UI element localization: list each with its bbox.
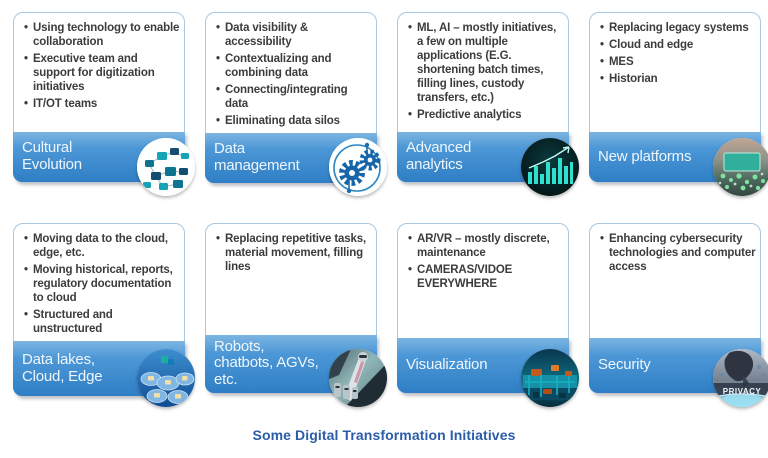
bullet-item: Using technology to enable collaboration xyxy=(24,21,180,49)
card-title: Visualization xyxy=(406,356,488,374)
card-title: Cultural Evolution xyxy=(22,139,82,173)
bullet-list: Data visibility & accessibilityContextua… xyxy=(206,13,376,133)
card-data-management: Data visibility & accessibilityContextua… xyxy=(205,12,387,196)
bullet-item: MES xyxy=(600,55,756,69)
card-robots-chatbots-agvs: Replacing repetitive tasks, material mov… xyxy=(205,223,387,407)
cards-grid: Using technology to enable collaboration… xyxy=(13,12,768,407)
bullet-item: Historian xyxy=(600,72,756,86)
card-title: Data management xyxy=(214,140,300,175)
bar-chart-photo xyxy=(521,138,579,196)
card-data-lakes-cloud-edge: Moving data to the cloud, edge, etc. Movi… xyxy=(13,223,195,407)
card-title: Security xyxy=(598,356,651,374)
card-security: Enhancing cybersecurity technologies and… xyxy=(589,223,768,407)
bullet-item: Connecting/integrating data xyxy=(216,83,372,111)
bullet-item: CAMERAS/VIDOE EVERYWHERE xyxy=(408,263,564,291)
privacy-photo: PRIVACY xyxy=(713,349,768,407)
bullet-item: Eliminating data silos xyxy=(216,114,372,128)
card-title: Advanced analytics xyxy=(406,139,472,173)
bullet-item: Structured and unstructured xyxy=(24,308,180,336)
bullet-item: Predictive analytics xyxy=(408,108,564,122)
bullet-list: Replacing repetitive tasks, material mov… xyxy=(206,224,376,335)
card-title: New platforms xyxy=(598,147,692,165)
machinery-photo xyxy=(521,349,579,407)
bullet-item: AR/VR – mostly discrete, maintenance xyxy=(408,232,564,260)
bullet-item: Enhancing cybersecurity technologies and… xyxy=(600,232,756,274)
page-title: Some Digital Transformation Initiatives xyxy=(252,427,516,443)
bullet-item: Replacing repetitive tasks, material mov… xyxy=(216,232,372,274)
gears-icon xyxy=(329,138,387,196)
clouds-photo xyxy=(137,349,195,407)
bullet-list: AR/VR – mostly discrete, maintenanceCAME… xyxy=(398,224,568,338)
card-advanced-analytics: ML, AI – mostly initiatives, a few on mu… xyxy=(397,12,579,196)
card-visualization: AR/VR – mostly discrete, maintenanceCAME… xyxy=(397,223,579,407)
robot-photo xyxy=(329,349,387,407)
bullet-item: Executive team and support for digitizat… xyxy=(24,52,180,94)
card-new-platforms: Replacing legacy systemsCloud and edgeME… xyxy=(589,12,768,196)
bullet-item: Moving historical, reports, regulatory d… xyxy=(24,263,180,305)
bullet-item: Data visibility & accessibility xyxy=(216,21,372,49)
tablet-photo xyxy=(713,138,768,196)
bullet-list: Enhancing cybersecurity technologies and… xyxy=(590,224,760,338)
privacy-label: PRIVACY xyxy=(722,387,762,396)
bullet-item: ML, AI – mostly initiatives, a few on mu… xyxy=(408,21,564,105)
bullet-list: Moving data to the cloud, edge, etc. Movi… xyxy=(14,224,184,341)
card-cultural-evolution: Using technology to enable collaboration… xyxy=(13,12,195,196)
card-title: Robots, chatbots, AGVs, etc. xyxy=(214,337,319,389)
bullet-list: Using technology to enable collaboration… xyxy=(14,13,184,132)
puzzle-network-icon xyxy=(137,138,195,196)
bullet-list: ML, AI – mostly initiatives, a few on mu… xyxy=(398,13,568,132)
bullet-item: Replacing legacy systems xyxy=(600,21,756,35)
bullet-item: IT/OT teams xyxy=(24,97,180,111)
card-title: Data lakes, Cloud, Edge xyxy=(22,350,103,385)
bullet-item: Moving data to the cloud, edge, etc. xyxy=(24,232,180,260)
bullet-list: Replacing legacy systemsCloud and edgeME… xyxy=(590,13,760,132)
bullet-item: Contextualizing and combining data xyxy=(216,52,372,80)
bullet-item: Cloud and edge xyxy=(600,38,756,52)
